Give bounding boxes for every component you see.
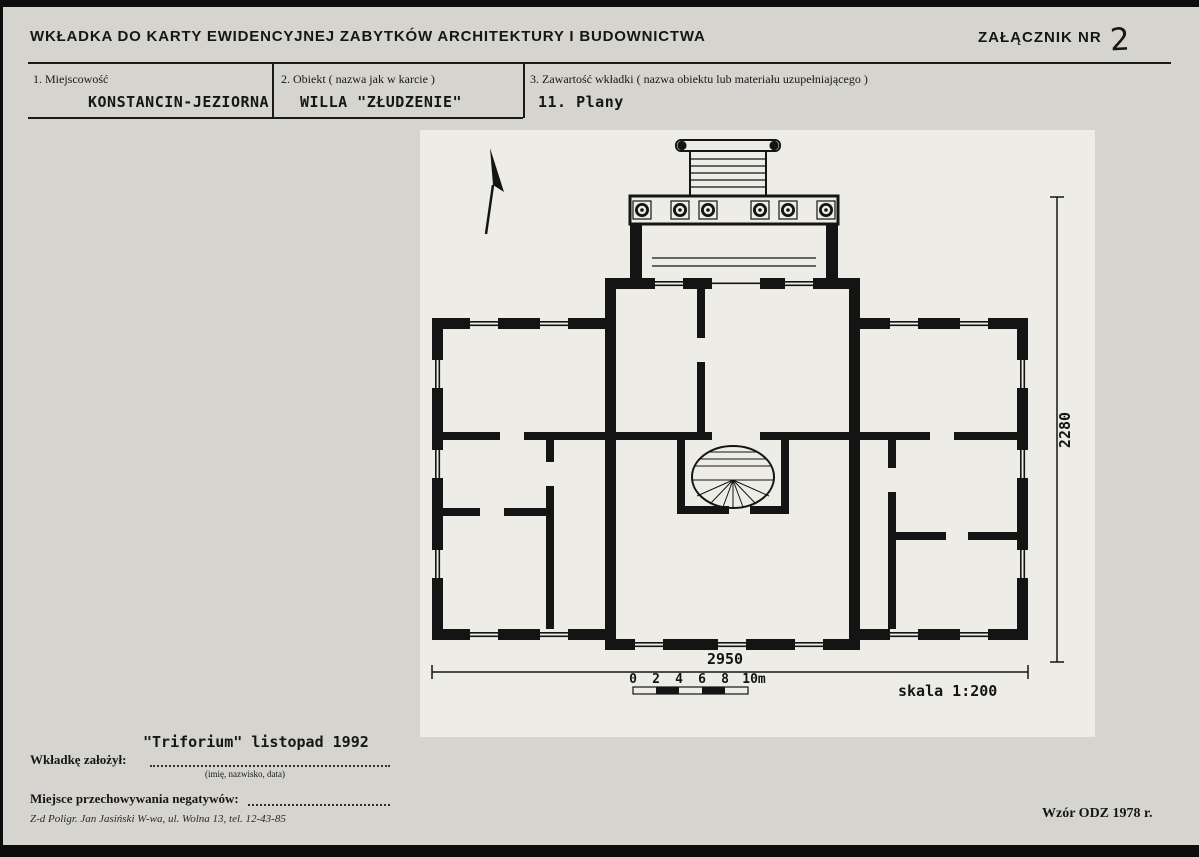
portico-walls (630, 224, 838, 278)
founded-by-label: Wkładkę założył: (30, 752, 127, 767)
dimension-width: 2950 (431, 650, 1029, 679)
attachment-header: ZAŁĄCZNIK NR 2 (978, 21, 1131, 59)
field-content-label: 3. Zawartość wkładki ( nazwa obiektu lub… (530, 72, 868, 86)
dimension-height: 2280 (1050, 196, 1074, 663)
interior-walls (443, 289, 1017, 629)
founded-by-blank-line (150, 752, 390, 767)
scale-tick-0: 0 (629, 672, 637, 687)
floor-plan-drawing: 2950 2280 0 2 4 6 8 10m skala 1:200 (431, 139, 1074, 700)
founded-by-hint: (imię, nazwisko, data) (205, 769, 285, 779)
printer-note: Z-d Poligr. Jan Jasiński W-wa, ul. Wolna… (30, 813, 286, 825)
scale-label: skala 1:200 (898, 682, 997, 700)
scale-tick-3: 6 (698, 672, 706, 687)
windows (432, 278, 1028, 650)
scan-edge-bottom (0, 845, 1199, 857)
attachment-label: ZAŁĄCZNIK NR (978, 29, 1102, 46)
portico-colonnade (628, 194, 840, 226)
attachment-number: 2 (1108, 21, 1131, 59)
field-location-label: 1. Miejscowość (33, 72, 109, 86)
floor-plan-sheet: 2950 2280 0 2 4 6 8 10m skala 1:200 (420, 130, 1095, 737)
page-title: WKŁADKA DO KARTY EWIDENCYJNEJ ZABYTKÓW A… (30, 28, 706, 45)
outer-walls (432, 278, 1028, 650)
field-object-value: WILLA "ZŁUDZENIE" (300, 93, 463, 111)
entrance-stair (675, 139, 781, 197)
scan-edge-top (0, 0, 1199, 7)
form-pattern-note: Wzór ODZ 1978 r. (1042, 806, 1153, 821)
field-content-value: 11. Plany (538, 93, 624, 111)
scan-edge-left (0, 0, 3, 857)
scale-tick-2: 4 (675, 672, 683, 687)
fields-rule (28, 117, 523, 119)
field-object-label: 2. Obiekt ( nazwa jak w karcie ) (281, 72, 435, 86)
negatives-label: Miejsce przechowywania negatywów: (30, 791, 239, 806)
field-location-value: KONSTANCIN-JEZIORNA (88, 93, 270, 111)
field-separator-1 (272, 62, 274, 118)
field-separator-2 (523, 62, 525, 118)
scale-tick-4: 8 (721, 672, 729, 687)
north-arrow-icon (484, 148, 504, 235)
dim-height-label: 2280 (1056, 412, 1074, 448)
scale-tick-5: 10m (742, 672, 766, 687)
negatives-blank-line (248, 791, 390, 806)
scale-tick-1: 2 (652, 672, 660, 687)
entrance-door (712, 278, 760, 289)
author-note: "Triforium" listopad 1992 (143, 733, 369, 751)
dim-width-label: 2950 (707, 650, 743, 668)
header-rule (28, 62, 1171, 64)
scale-bar: 0 2 4 6 8 10m skala 1:200 (629, 672, 997, 700)
oval-staircase (691, 445, 775, 509)
